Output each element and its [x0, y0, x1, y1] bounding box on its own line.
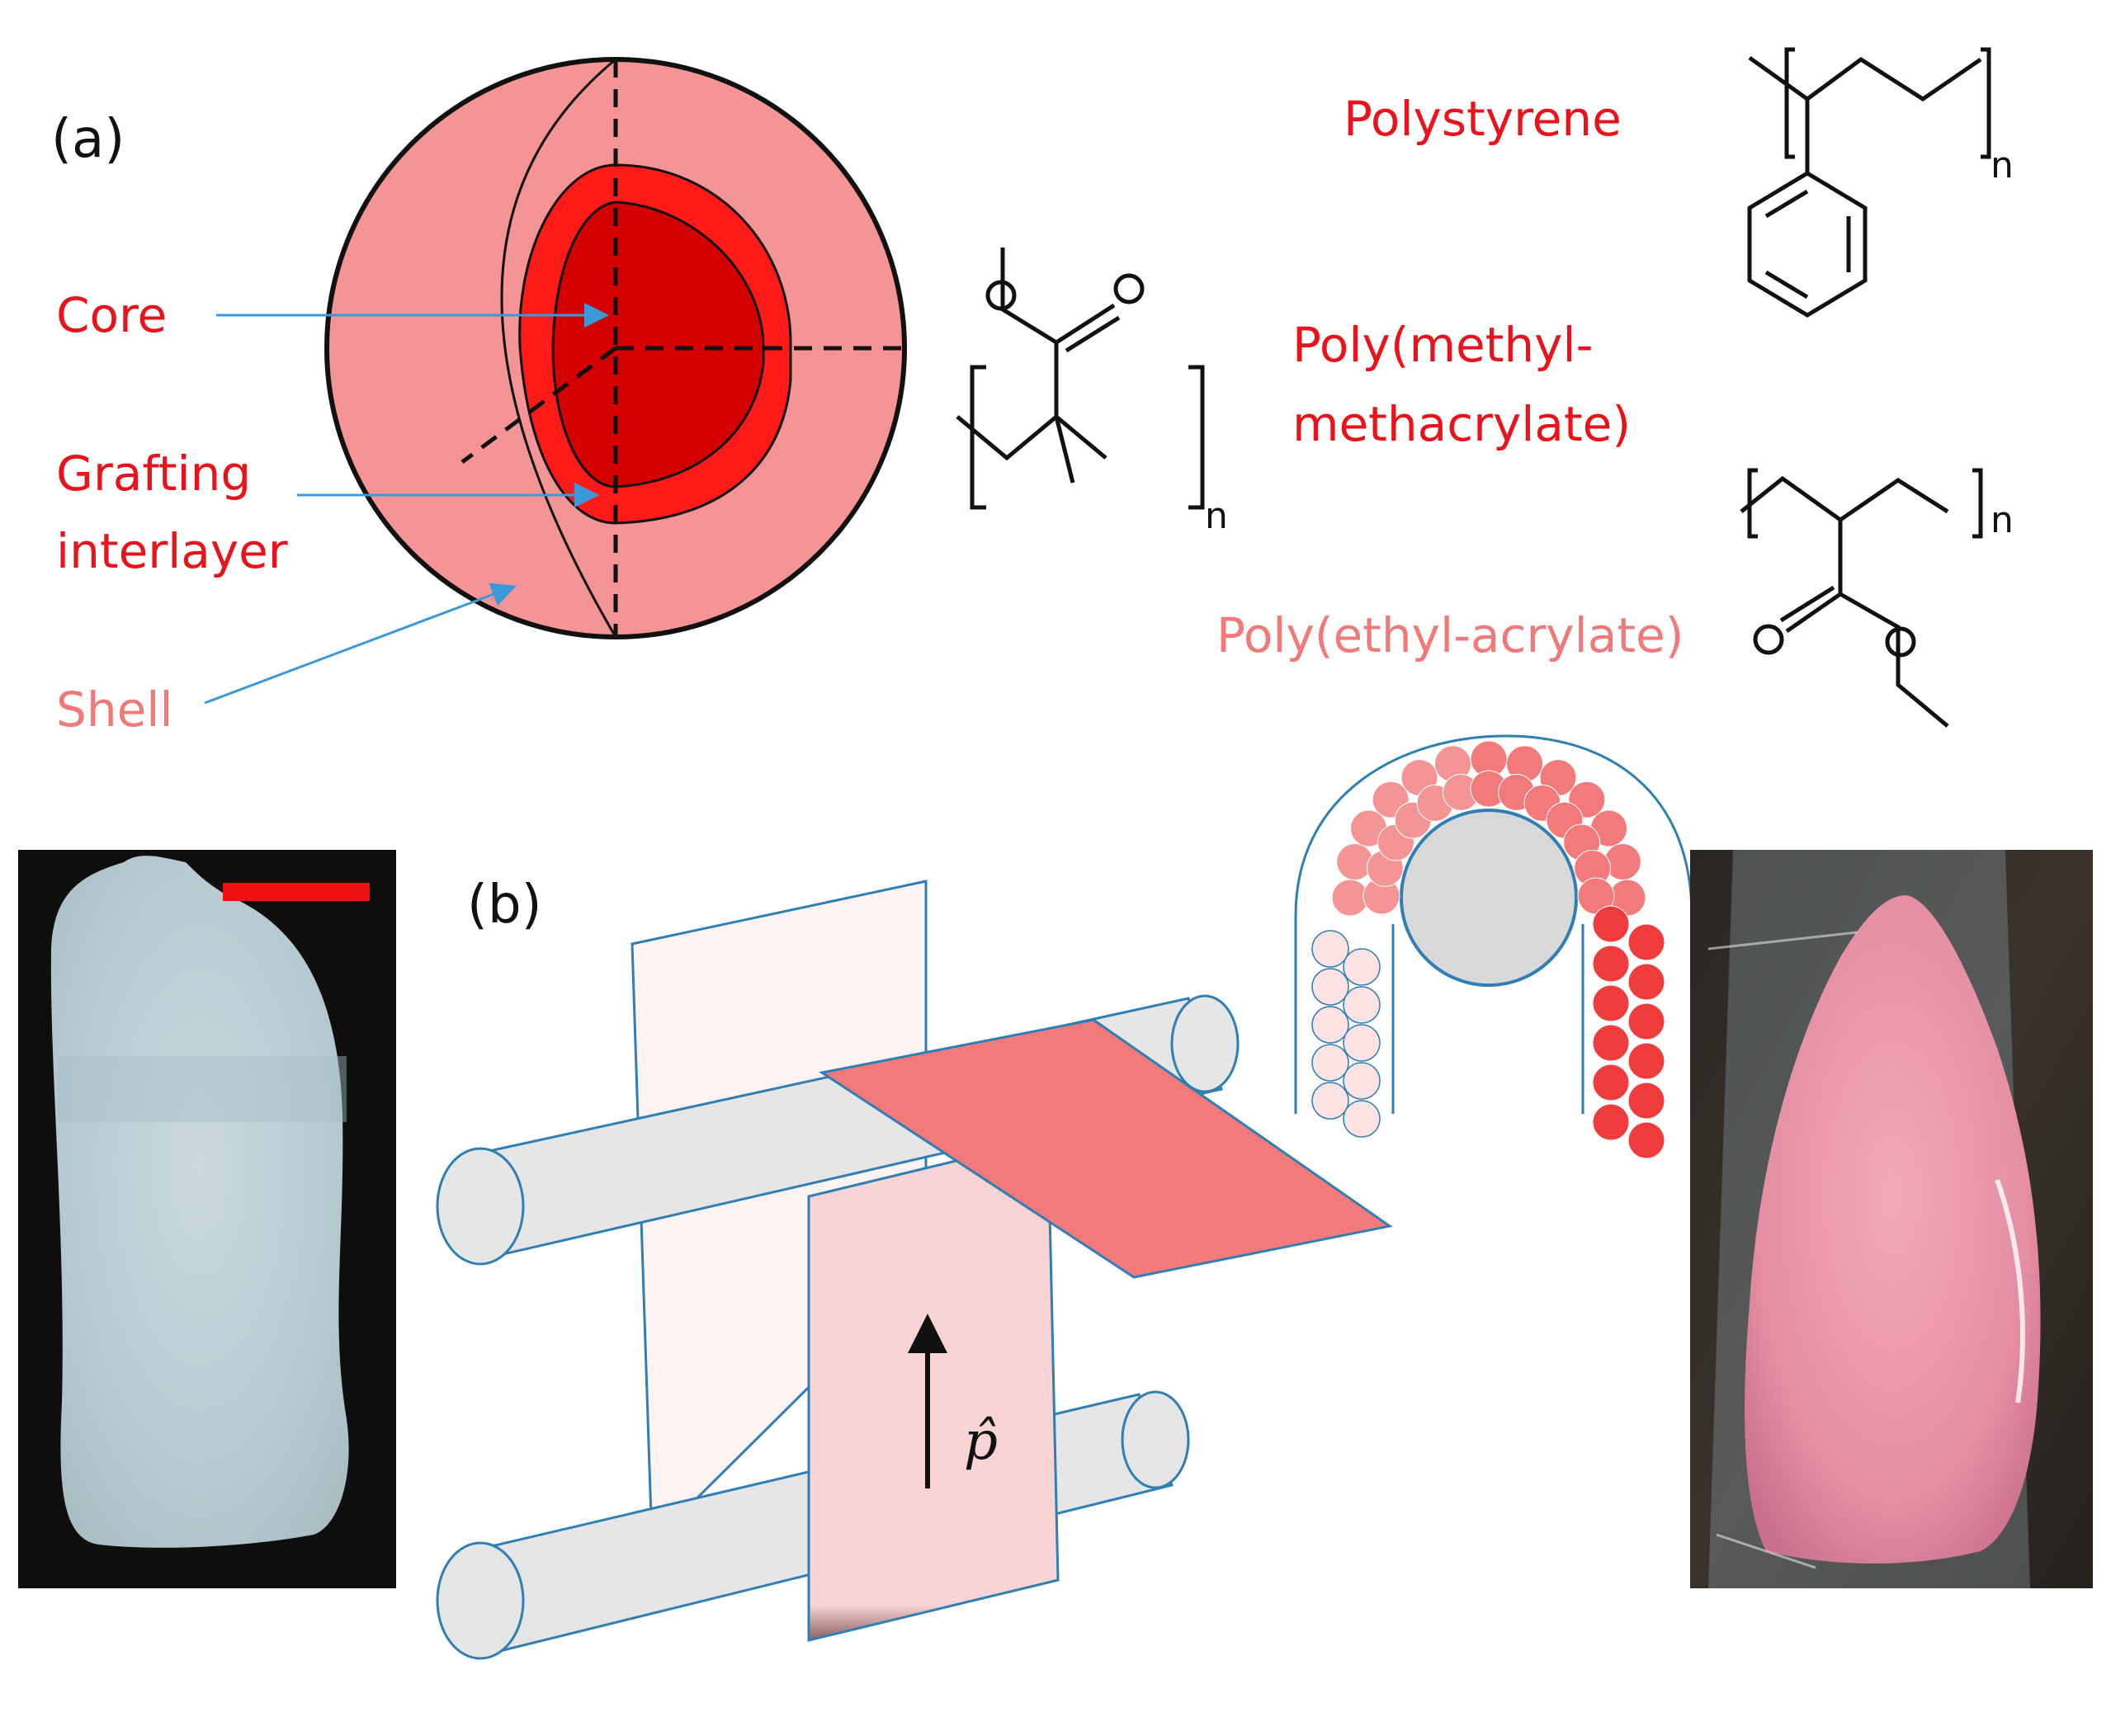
film-specimen-pink — [1745, 895, 2041, 1564]
inset-particle — [1592, 1103, 1630, 1141]
inset-particle — [1311, 968, 1349, 1006]
inset-outer-outline — [1294, 734, 1693, 1114]
inset-particle — [1311, 1006, 1349, 1044]
pmma-label-line2: methacrylate) — [1292, 396, 1631, 452]
shear-apparatus: p̂ — [436, 880, 1393, 1660]
inset-particle — [1627, 1002, 1665, 1040]
inset-particle — [1331, 879, 1369, 917]
inset-particle — [1592, 945, 1630, 983]
inset-particle — [1343, 948, 1381, 986]
pea-subscript: n — [1991, 499, 2014, 541]
pea-label: Poly(ethyl-acrylate) — [1216, 607, 1684, 663]
inset-particles — [1311, 740, 1665, 1159]
axis-diagonal — [460, 346, 617, 465]
inset-particle — [1343, 986, 1381, 1024]
shell-label: Shell — [56, 682, 173, 738]
film-specimen-white — [50, 856, 349, 1548]
core-shell-particle — [324, 57, 907, 639]
inset-particle — [1311, 930, 1349, 968]
particle-bending-inset — [1294, 734, 1693, 1159]
polystyrene-label: Polystyrene — [1344, 91, 1622, 147]
front-film-strip — [807, 1137, 1060, 1642]
panel-a-label: (a) — [51, 109, 125, 170]
grafting-label-line1: Grafting — [56, 446, 251, 502]
inset-particle — [1627, 1121, 1665, 1159]
grafting-label-line2: interlayer — [56, 523, 288, 579]
inset-particle — [1627, 963, 1665, 1001]
inset-particle — [1627, 1082, 1665, 1120]
core-wedge — [551, 200, 765, 488]
inset-particle — [1311, 1082, 1349, 1120]
photo-after-shear — [1690, 850, 2093, 1588]
inset-particle — [1343, 1024, 1381, 1062]
polystyrene-structure: n — [1747, 47, 2014, 318]
shell-cut-arc — [500, 58, 617, 638]
right-photo-glare — [1995, 1178, 2025, 1403]
core-label: Core — [56, 287, 167, 343]
inset-particle — [1627, 1042, 1665, 1080]
inset-particle — [1592, 905, 1630, 943]
panel-b-label: (b) — [467, 875, 542, 936]
pmma-subscript: n — [1205, 495, 1228, 537]
director-label: p̂ — [964, 1411, 998, 1472]
left-photo-band — [58, 1056, 347, 1122]
inset-particle — [1311, 1044, 1349, 1082]
sheared-film-sheet — [819, 1018, 1393, 1279]
polystyrene-subscript: n — [1991, 144, 2014, 186]
inset-particle — [1592, 1064, 1630, 1102]
inset-particle — [1592, 984, 1630, 1022]
inset-inner-outline — [1391, 924, 1584, 1114]
inset-particle — [1627, 923, 1665, 961]
inset-particle — [1343, 1062, 1381, 1100]
inset-roller — [1400, 809, 1578, 987]
pmma-label-line1: Poly(methyl- — [1292, 317, 1594, 373]
shell-pointer-arrow — [204, 583, 517, 705]
inset-particle — [1336, 843, 1374, 880]
pmma-structure: n — [956, 248, 1228, 537]
inset-particle — [1343, 1100, 1381, 1138]
scale-bar — [223, 883, 370, 901]
inset-particle — [1592, 1024, 1630, 1062]
photo-before-shear — [18, 850, 396, 1588]
pea-structure: n — [1740, 468, 2014, 728]
inset-particle — [1603, 843, 1641, 880]
